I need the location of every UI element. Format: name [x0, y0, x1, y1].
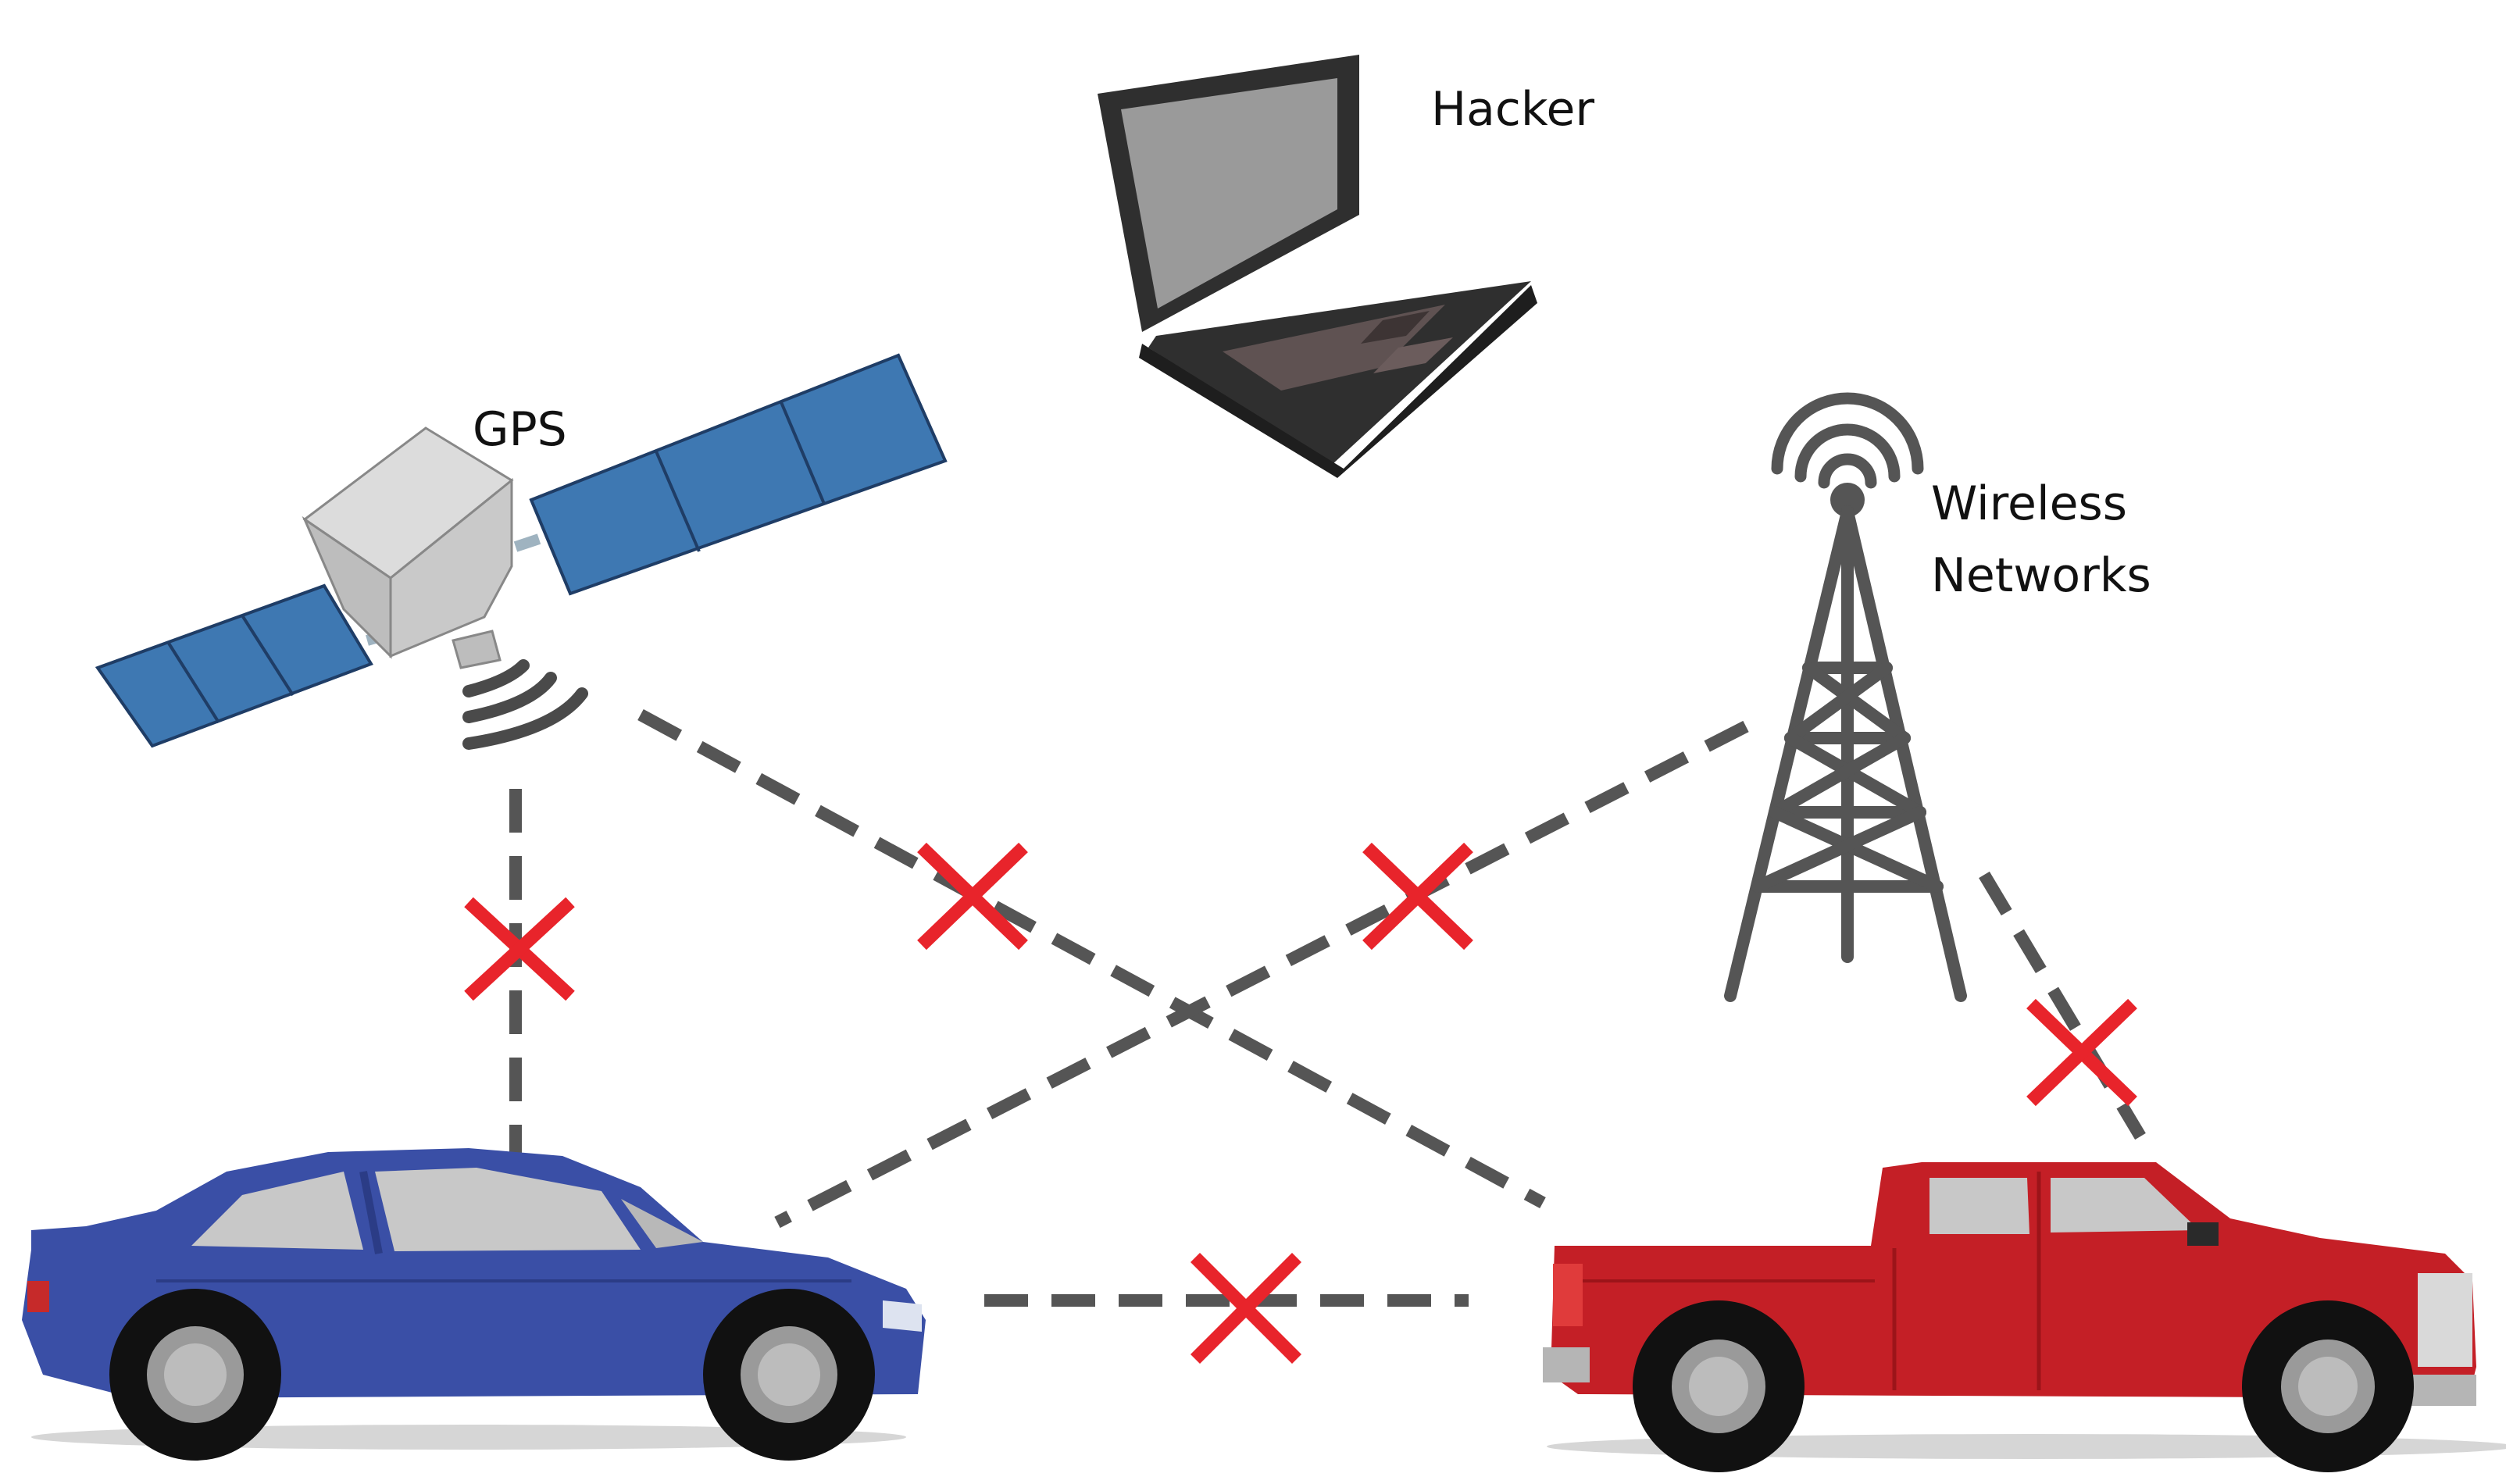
blocked-x-icon [1362, 842, 1473, 951]
link-tower-truck [1979, 871, 2146, 1140]
car-icon [22, 1148, 926, 1461]
gps-label: GPS [473, 402, 567, 457]
blocked-x-icon [1190, 1252, 1302, 1364]
blocked-x-icon [917, 842, 1028, 951]
blocked-marks [464, 842, 2137, 1364]
laptop-icon [1098, 55, 1537, 478]
communication-links [509, 708, 2146, 1307]
wireless-label-line1: Wireless [1931, 476, 2127, 531]
blocked-x-icon [2026, 998, 2137, 1107]
blocked-x-icon [464, 897, 575, 1001]
cell-tower-icon [1724, 392, 1967, 1002]
satellite-icon [95, 353, 948, 748]
link-tower-car [774, 720, 1749, 1229]
hacker-label: Hacker [1431, 82, 1594, 137]
wireless-label-line2: Networks [1931, 548, 2151, 603]
pickup-truck-icon [1543, 1162, 2506, 1472]
link-gps-truck [637, 708, 1546, 1209]
signal-waves-icon [462, 659, 588, 750]
